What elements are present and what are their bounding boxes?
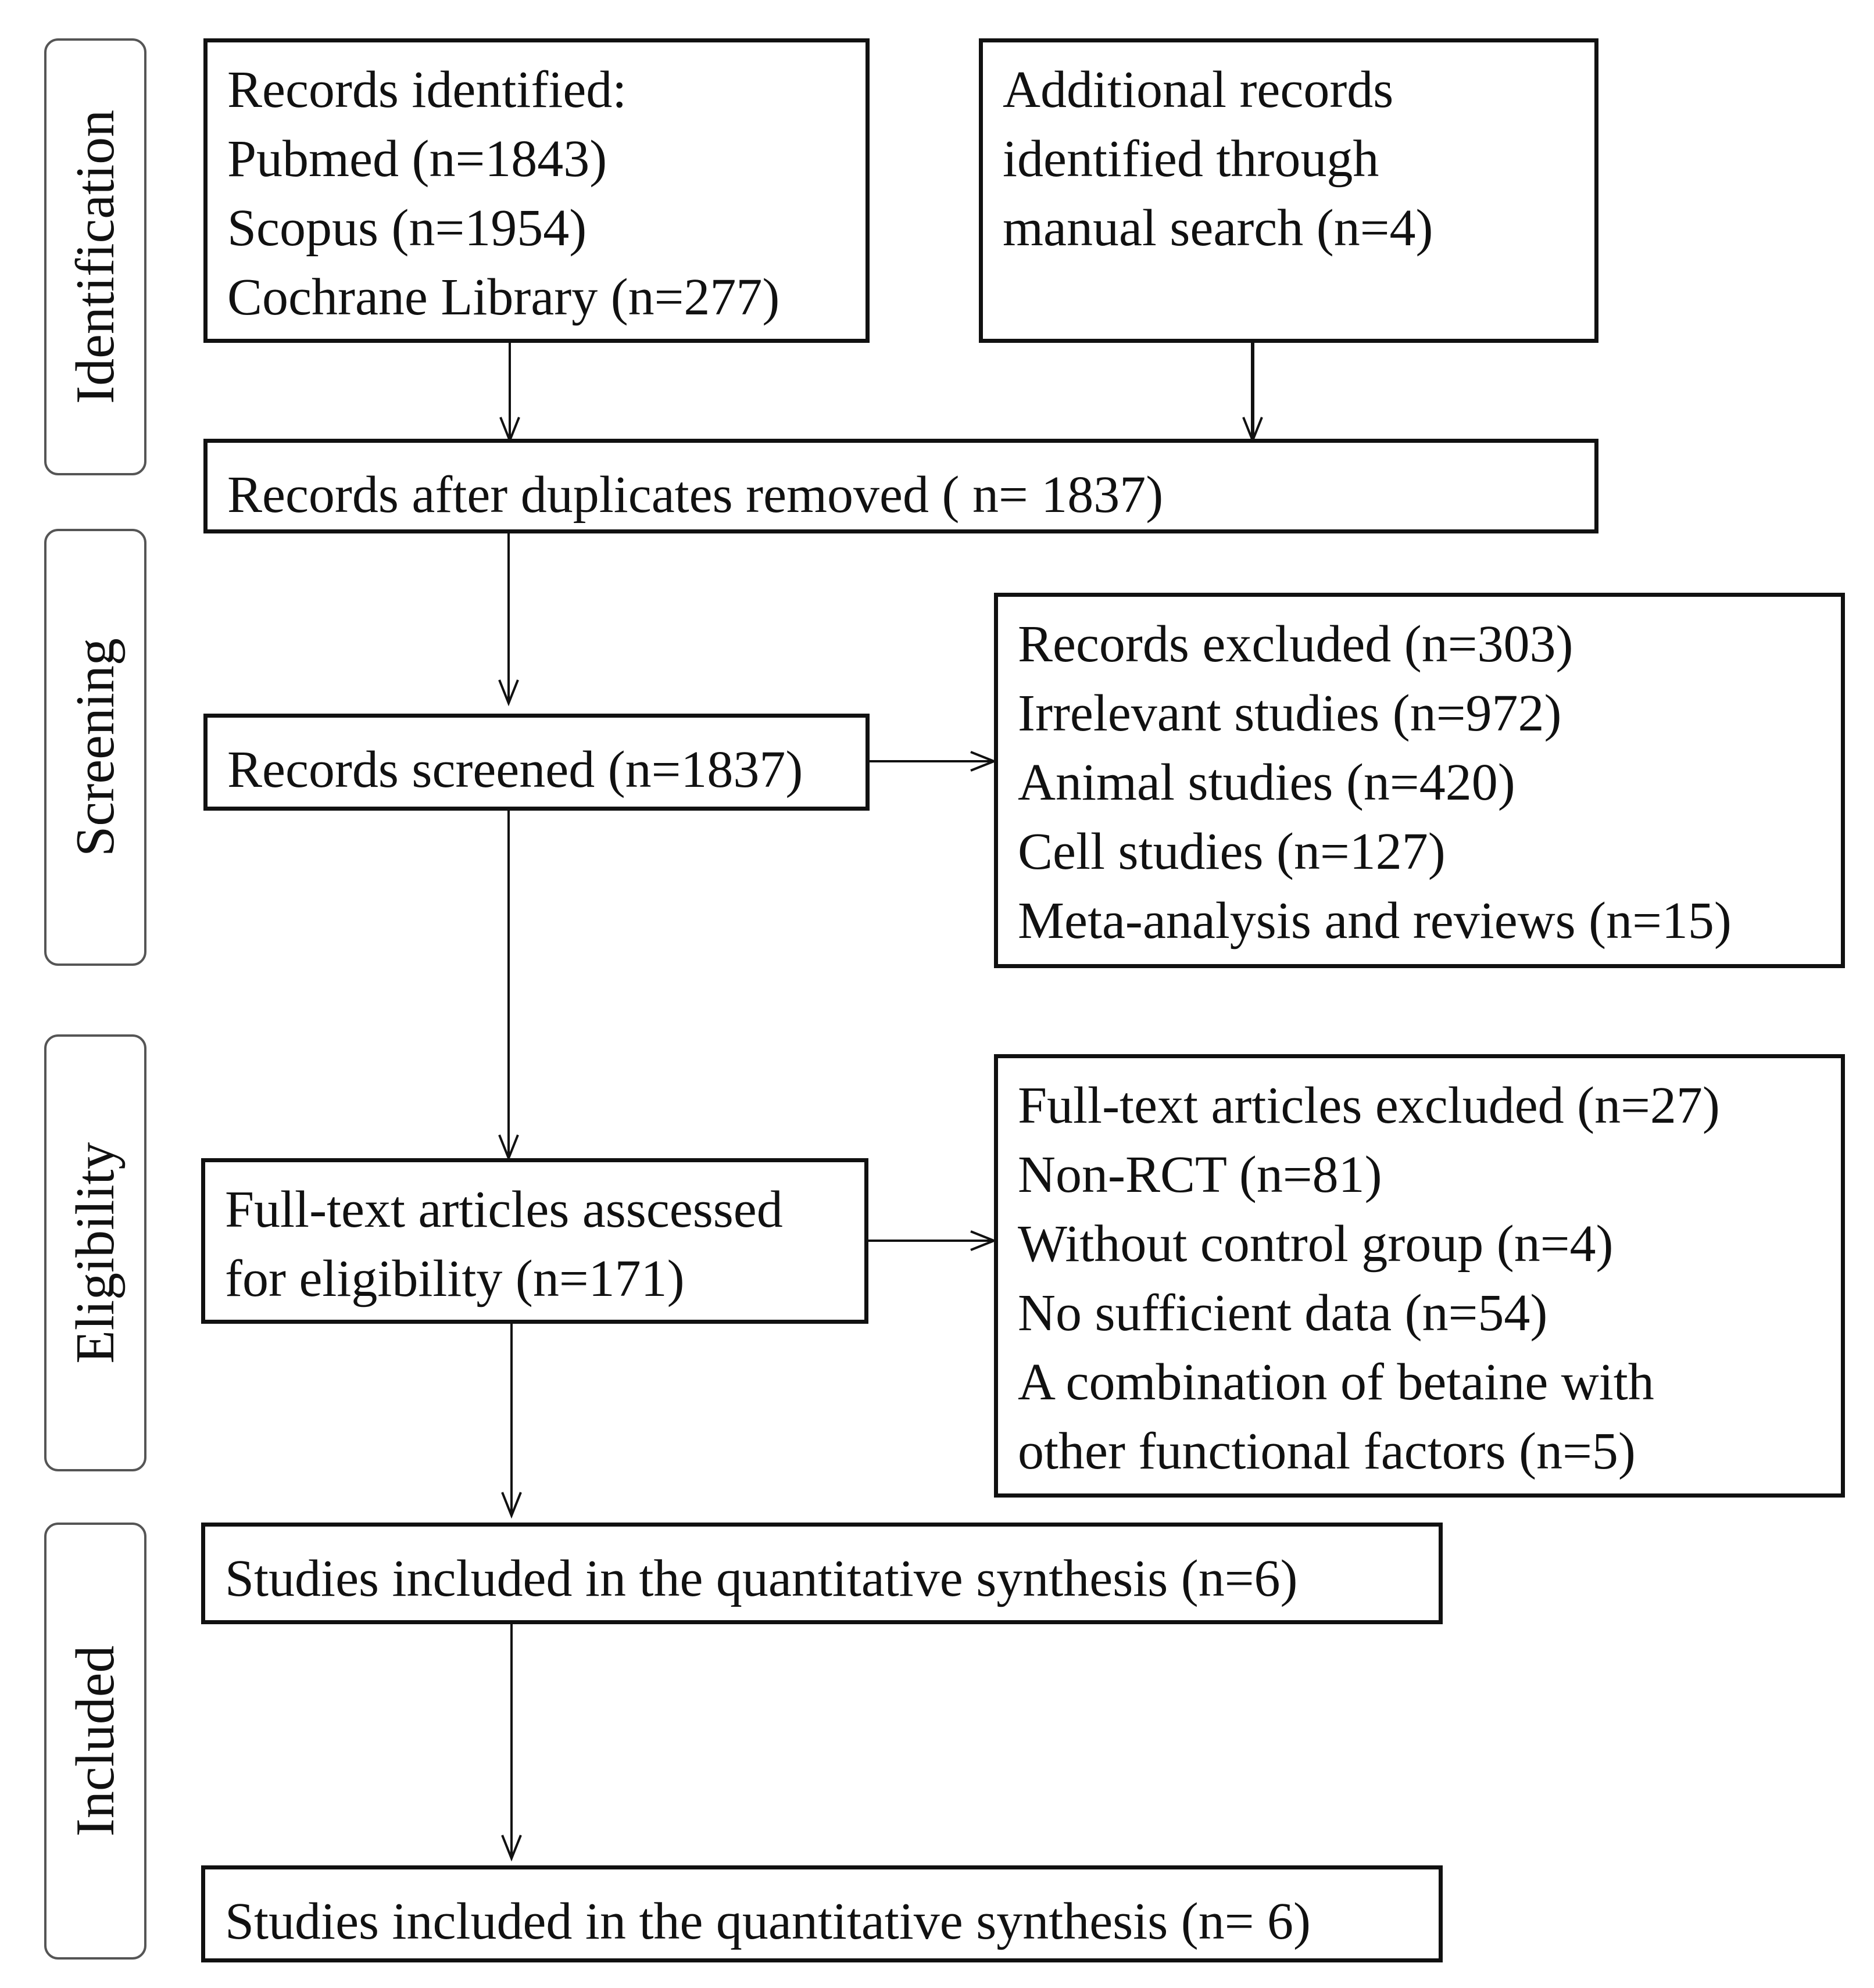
studies-included-box: Studies included in the quantitative syn… xyxy=(201,1523,1443,1624)
stage-included: Included xyxy=(44,1523,146,1960)
box-line: No sufficient data (n=54) xyxy=(1018,1284,1548,1342)
box-line: Records screened (n=1837) xyxy=(227,741,803,798)
box-line: other functional factors (n=5) xyxy=(1018,1423,1636,1480)
records-identified-box: Records identified: Pubmed (n=1843) Scop… xyxy=(203,38,870,343)
box-line: Additional records xyxy=(1003,61,1394,119)
stage-screening: Screening xyxy=(44,529,146,966)
records-after-duplicates-box: Records after duplicates removed ( n= 18… xyxy=(203,439,1598,533)
box-line: Cochrane Library (n=277) xyxy=(227,268,780,326)
box-line: Full-text articles asscessed xyxy=(225,1181,783,1238)
box-line: Studies included in the quantitative syn… xyxy=(225,1893,1311,1950)
box-line: Scopus (n=1954) xyxy=(227,199,587,257)
box-line: Meta-analysis and reviews (n=15) xyxy=(1018,892,1732,950)
box-line: Animal studies (n=420) xyxy=(1018,754,1515,811)
fulltext-assessed-box: Full-text articles asscessed for eligibi… xyxy=(201,1158,868,1324)
additional-records-box: Additional records identified through ma… xyxy=(979,38,1598,343)
records-screened-box: Records screened (n=1837) xyxy=(203,714,870,811)
box-line: Non-RCT (n=81) xyxy=(1018,1146,1382,1203)
box-line: Irrelevant studies (n=972) xyxy=(1018,685,1562,742)
box-line: Pubmed (n=1843) xyxy=(227,130,607,188)
stage-eligibility: Eligibility xyxy=(44,1034,146,1471)
box-line: Records identified: xyxy=(227,61,627,119)
box-line: manual search (n=4) xyxy=(1003,199,1433,257)
box-line: Full-text articles excluded (n=27) xyxy=(1018,1077,1720,1134)
box-line: Without control group (n=4) xyxy=(1018,1215,1614,1273)
box-line: identified through xyxy=(1003,130,1379,188)
fulltext-excluded-box: Full-text articles excluded (n=27) Non-R… xyxy=(994,1054,1845,1498)
box-line: A combination of betaine with xyxy=(1018,1353,1654,1411)
box-line: Cell studies (n=127) xyxy=(1018,823,1446,880)
box-line: for eligibility (n=171) xyxy=(225,1250,685,1308)
records-excluded-box: Records excluded (n=303) Irrelevant stud… xyxy=(994,593,1845,968)
studies-included-final-box: Studies included in the quantitative syn… xyxy=(201,1865,1443,1962)
box-line: Records excluded (n=303) xyxy=(1018,615,1573,673)
stage-identification: Identification xyxy=(44,38,146,475)
box-line: Records after duplicates removed ( n= 18… xyxy=(227,466,1164,524)
box-line: Studies included in the quantitative syn… xyxy=(225,1550,1298,1607)
